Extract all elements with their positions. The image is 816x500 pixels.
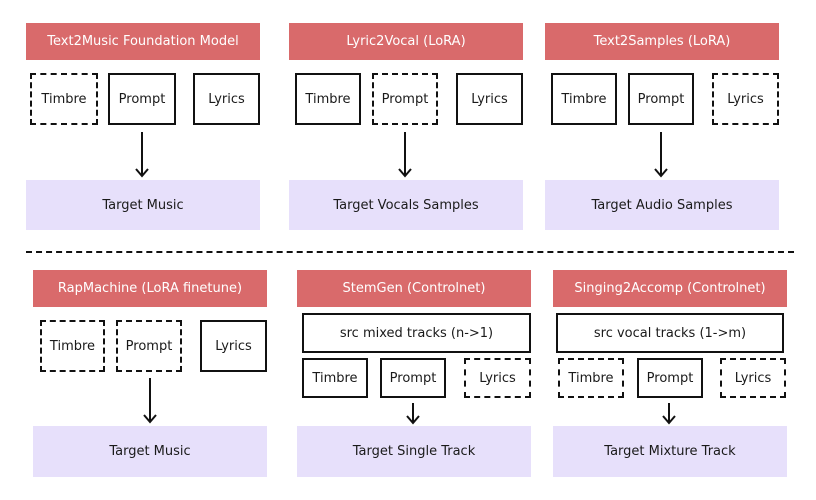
input-lyrics: Lyrics (712, 73, 779, 125)
panel-title: Singing2Accomp (Controlnet) (553, 270, 787, 307)
target-output: Target Music (33, 426, 267, 477)
panel-title: RapMachine (LoRA finetune) (33, 270, 267, 307)
panel-title: Lyric2Vocal (LoRA) (289, 23, 523, 60)
input-lyrics: Lyrics (193, 73, 260, 125)
source-tracks: src vocal tracks (1->m) (556, 313, 784, 353)
input-lyrics: Lyrics (464, 358, 531, 398)
row-divider (26, 251, 794, 253)
input-prompt: Prompt (372, 73, 438, 125)
input-timbre: Timbre (302, 358, 368, 398)
input-prompt: Prompt (380, 358, 446, 398)
down-arrow-icon (134, 132, 150, 178)
target-output: Target Single Track (297, 426, 531, 477)
input-lyrics: Lyrics (720, 358, 786, 398)
down-arrow-icon (397, 132, 413, 178)
input-timbre: Timbre (295, 73, 361, 125)
input-timbre: Timbre (551, 73, 617, 125)
target-output: Target Vocals Samples (289, 180, 523, 230)
down-arrow-icon (142, 378, 158, 424)
input-lyrics: Lyrics (200, 320, 267, 372)
target-output: Target Mixture Track (553, 426, 787, 477)
panel-title: StemGen (Controlnet) (297, 270, 531, 307)
input-prompt: Prompt (116, 320, 182, 372)
input-timbre: Timbre (558, 358, 624, 398)
down-arrow-icon (405, 403, 421, 425)
down-arrow-icon (661, 403, 677, 425)
input-prompt: Prompt (628, 73, 694, 125)
input-prompt: Prompt (637, 358, 703, 398)
source-tracks: src mixed tracks (n->1) (302, 313, 531, 353)
input-timbre: Timbre (30, 73, 98, 125)
target-output: Target Music (26, 180, 260, 230)
panel-title: Text2Music Foundation Model (26, 23, 260, 60)
input-timbre: Timbre (40, 320, 105, 372)
panel-title: Text2Samples (LoRA) (545, 23, 779, 60)
input-lyrics: Lyrics (456, 73, 523, 125)
input-prompt: Prompt (108, 73, 176, 125)
down-arrow-icon (653, 132, 669, 178)
target-output: Target Audio Samples (545, 180, 779, 230)
